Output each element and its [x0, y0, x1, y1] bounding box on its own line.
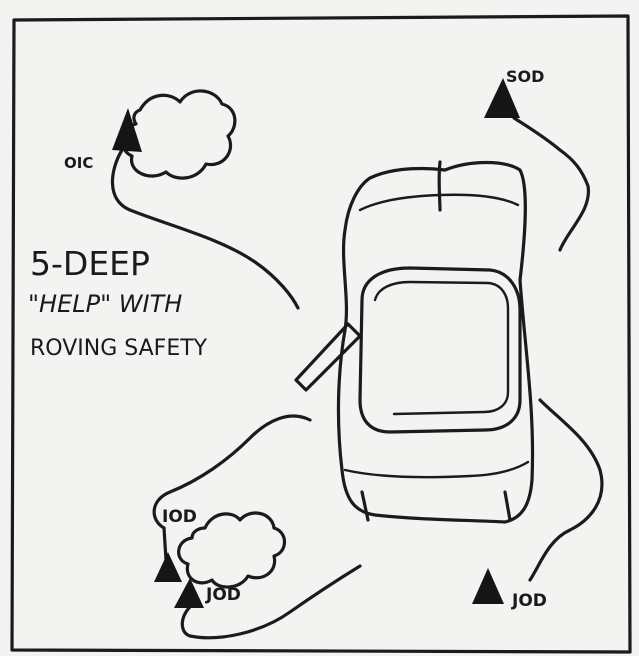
- title-line-1: 5-DEEP: [30, 244, 150, 283]
- label-iod: IOD: [162, 507, 197, 527]
- car-hood-ornament: [439, 162, 440, 210]
- label-jod-right: JOD: [511, 591, 547, 611]
- label-oic: OIC: [64, 154, 93, 172]
- title-line-3: ROVING SAFETY: [30, 336, 208, 361]
- label-sod: SOD: [506, 67, 544, 86]
- path-iod-vertical: [164, 528, 166, 560]
- title-line-2: "HELP" WITH: [28, 290, 182, 318]
- label-jod-left: JOD: [205, 585, 241, 605]
